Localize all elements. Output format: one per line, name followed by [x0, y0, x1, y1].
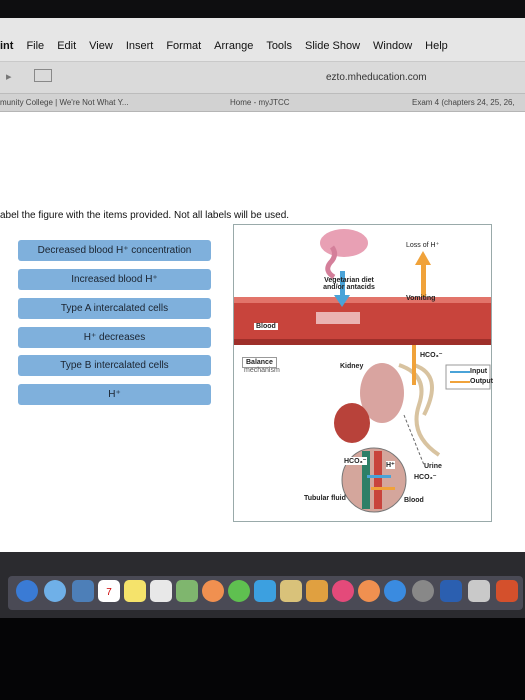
- appstore-2-icon[interactable]: [384, 580, 406, 602]
- menu-items: int File Edit View Insert Format Arrange…: [0, 40, 448, 52]
- fig-urine: Urine: [424, 463, 442, 470]
- acid-base-figure: Loss of H⁺ Vegetarian diet and/or antaci…: [233, 224, 493, 522]
- word-icon[interactable]: [440, 580, 462, 602]
- fig-h-circle: H⁺: [386, 461, 395, 469]
- photos-icon[interactable]: [202, 580, 224, 602]
- calendar-icon[interactable]: 7: [98, 580, 120, 602]
- menu-format[interactable]: Format: [166, 40, 202, 52]
- fig-tubular-fluid: Tubular fluid: [304, 495, 346, 502]
- browser-tabs: munity College | We're Not What Y... Hom…: [0, 94, 525, 112]
- fig-vomiting: Vomiting: [406, 295, 436, 302]
- notes-icon[interactable]: [124, 580, 146, 602]
- appstore-icon[interactable]: [44, 580, 66, 602]
- menu-slide-show[interactable]: Slide Show: [305, 40, 361, 52]
- tab-myjtcc[interactable]: Home - myJTCC: [230, 98, 290, 107]
- forward-icon[interactable]: ▸: [6, 71, 12, 83]
- monitor-bezel: [0, 618, 525, 700]
- fig-blood-bottom: Blood: [404, 497, 424, 504]
- browser-toolbar: ▸ ezto.mheducation.com: [0, 62, 525, 94]
- label-h-decreases[interactable]: H⁺ decreases: [18, 327, 211, 348]
- dock: 7: [0, 552, 525, 620]
- blood-vessel: [234, 297, 491, 345]
- fig-kidney: Kidney: [340, 363, 364, 370]
- powerpoint-icon[interactable]: [496, 580, 518, 602]
- label-type-a-cells[interactable]: Type A intercalated cells: [18, 298, 211, 319]
- menu-window[interactable]: Window: [373, 40, 413, 52]
- label-h[interactable]: H⁺: [18, 384, 211, 405]
- messages-icon[interactable]: [228, 580, 250, 602]
- fig-urine-hco3: HCO₃⁻: [414, 474, 437, 481]
- tab-exam[interactable]: Exam 4 (chapters 24, 25, 26,: [412, 98, 515, 107]
- question-instruction: abel the figure with the items provided.…: [0, 210, 290, 221]
- facetime-icon[interactable]: [254, 580, 276, 602]
- kidney-icon: [360, 363, 404, 423]
- address-bar[interactable]: ezto.mheducation.com: [326, 72, 427, 83]
- settings-icon[interactable]: [412, 580, 434, 602]
- menu-arrange[interactable]: Arrange: [214, 40, 254, 52]
- menu-help[interactable]: Help: [425, 40, 448, 52]
- menu-insert[interactable]: Insert: [125, 40, 154, 52]
- menu-app[interactable]: int: [0, 40, 14, 52]
- ibooks-icon[interactable]: [358, 580, 380, 602]
- page-content: abel the figure with the items provided.…: [0, 112, 525, 552]
- fig-output: Output: [470, 378, 493, 385]
- vomiting-arrow: [421, 261, 426, 297]
- preview-icon[interactable]: [468, 580, 490, 602]
- label-increased-blood-h[interactable]: Increased blood H⁺: [18, 269, 211, 290]
- fig-input: Input: [470, 368, 488, 375]
- fig-hco3-top: HCO₃⁻: [420, 352, 443, 359]
- fig-mechanism: mechanism: [244, 367, 280, 374]
- intestine-icon: [320, 229, 368, 257]
- fig-balance: Balance: [242, 357, 277, 368]
- sidebar-icon[interactable]: [34, 69, 52, 82]
- fig-loss-of-h: Loss of H⁺: [406, 242, 440, 249]
- menu-bar: int File Edit View Insert Format Arrange…: [0, 18, 525, 62]
- photo-icon[interactable]: [72, 580, 94, 602]
- fig-hco3-circle: HCO₃⁻: [344, 457, 367, 465]
- menu-tools[interactable]: Tools: [266, 40, 292, 52]
- tab-college[interactable]: munity College | We're Not What Y...: [0, 98, 129, 107]
- menu-edit[interactable]: Edit: [57, 40, 77, 52]
- fig-blood: Blood: [254, 323, 278, 330]
- menu-view[interactable]: View: [89, 40, 113, 52]
- reminders-icon[interactable]: [150, 580, 172, 602]
- label-decreased-blood-h[interactable]: Decreased blood H⁺ concentration: [18, 240, 211, 261]
- diet-arrow: [340, 271, 345, 299]
- menu-file[interactable]: File: [26, 40, 45, 52]
- itunes-icon[interactable]: [332, 580, 354, 602]
- maps-icon[interactable]: [176, 580, 198, 602]
- safari-icon[interactable]: [16, 580, 38, 602]
- label-type-b-cells[interactable]: Type B intercalated cells: [18, 355, 211, 376]
- numbers-icon[interactable]: [280, 580, 302, 602]
- keynote-icon[interactable]: [306, 580, 328, 602]
- fig-diet: Vegetarian diet and/or antacids: [323, 277, 375, 291]
